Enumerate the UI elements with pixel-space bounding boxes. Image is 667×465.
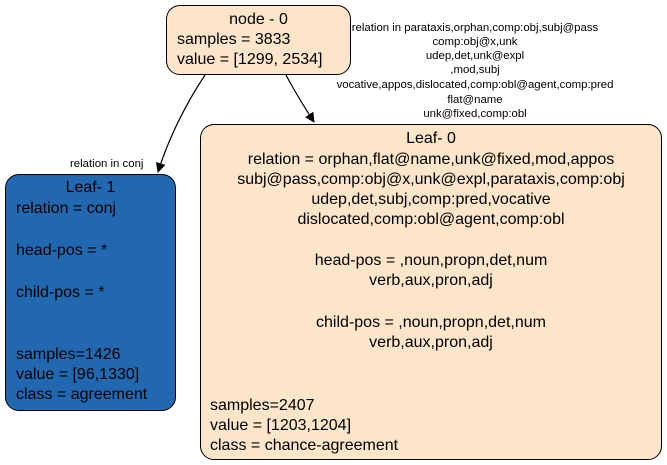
leaf-1-samples: samples=1426 bbox=[16, 346, 121, 363]
root-samples: samples = 3833 bbox=[177, 31, 291, 48]
edge-label-right-line: vocative,appos,dislocated,comp:obl@agent… bbox=[336, 79, 614, 91]
root-value: value = [1299, 2534] bbox=[177, 51, 323, 68]
leaf-0-relation-line: dislocated,comp:obl@agent,comp:obl bbox=[297, 211, 565, 228]
edge-label-left: relation in conj bbox=[70, 158, 144, 170]
edge-label-right-line: udep,det,unk@expl bbox=[425, 50, 525, 62]
leaf-0-child-pos-line: verb,aux,pron,adj bbox=[369, 334, 493, 351]
leaf-1-value: value = [96,1330] bbox=[16, 366, 140, 383]
leaf-0-head-pos-line: head-pos = ,noun,propn,det,num bbox=[314, 252, 548, 269]
leaf-1-head-pos: head-pos = * bbox=[16, 242, 108, 259]
leaf-1-relation: relation = conj bbox=[16, 200, 117, 217]
leaf-0-relation-line: relation = orphan,flat@name,unk@fixed,mo… bbox=[247, 151, 615, 168]
leaf-0-node[interactable]: Leaf- 0 relation = orphan,flat@name,unk@… bbox=[200, 124, 662, 460]
edge-label-right-line: ,mod,subj bbox=[450, 64, 500, 76]
leaf-1-node[interactable]: Leaf- 1 relation = conj head-pos = * chi… bbox=[5, 174, 176, 411]
leaf-1-title: Leaf- 1 bbox=[65, 179, 116, 196]
edge-label-right-line: flat@name bbox=[447, 94, 503, 106]
leaf-0-value: value = [1203,1204] bbox=[210, 417, 352, 434]
leaf-0-relation-line: subj@pass,comp:obj@x,unk@expl,parataxis,… bbox=[237, 171, 625, 188]
edge-label-right-line: comp:obj@x,unk bbox=[432, 36, 518, 48]
leaf-0-head-pos-line: verb,aux,pron,adj bbox=[369, 272, 493, 289]
edge-label-right-line: unk@fixed,comp:obl bbox=[423, 108, 527, 120]
leaf-0-child-pos-line: child-pos = ,noun,propn,det,num bbox=[316, 314, 546, 331]
root-node[interactable]: node - 0 samples = 3833 value = [1299, 2… bbox=[166, 5, 351, 75]
root-title: node - 0 bbox=[229, 11, 288, 28]
leaf-0-title: Leaf- 0 bbox=[406, 130, 456, 147]
edge-label-right-line: relation in parataxis,orphan,comp:obj,su… bbox=[351, 22, 599, 34]
leaf-0-relation-line: udep,det,subj,comp:pred,vocative bbox=[311, 191, 551, 208]
leaf-1-child-pos: child-pos = * bbox=[16, 284, 105, 301]
leaf-0-samples: samples=2407 bbox=[210, 397, 315, 414]
edge-root-to-leaf1 bbox=[155, 74, 206, 173]
leaf-0-class: class = chance-agreement bbox=[210, 437, 399, 454]
leaf-1-class: class = agreement bbox=[16, 386, 148, 403]
edge-root-to-leaf0 bbox=[285, 74, 315, 123]
